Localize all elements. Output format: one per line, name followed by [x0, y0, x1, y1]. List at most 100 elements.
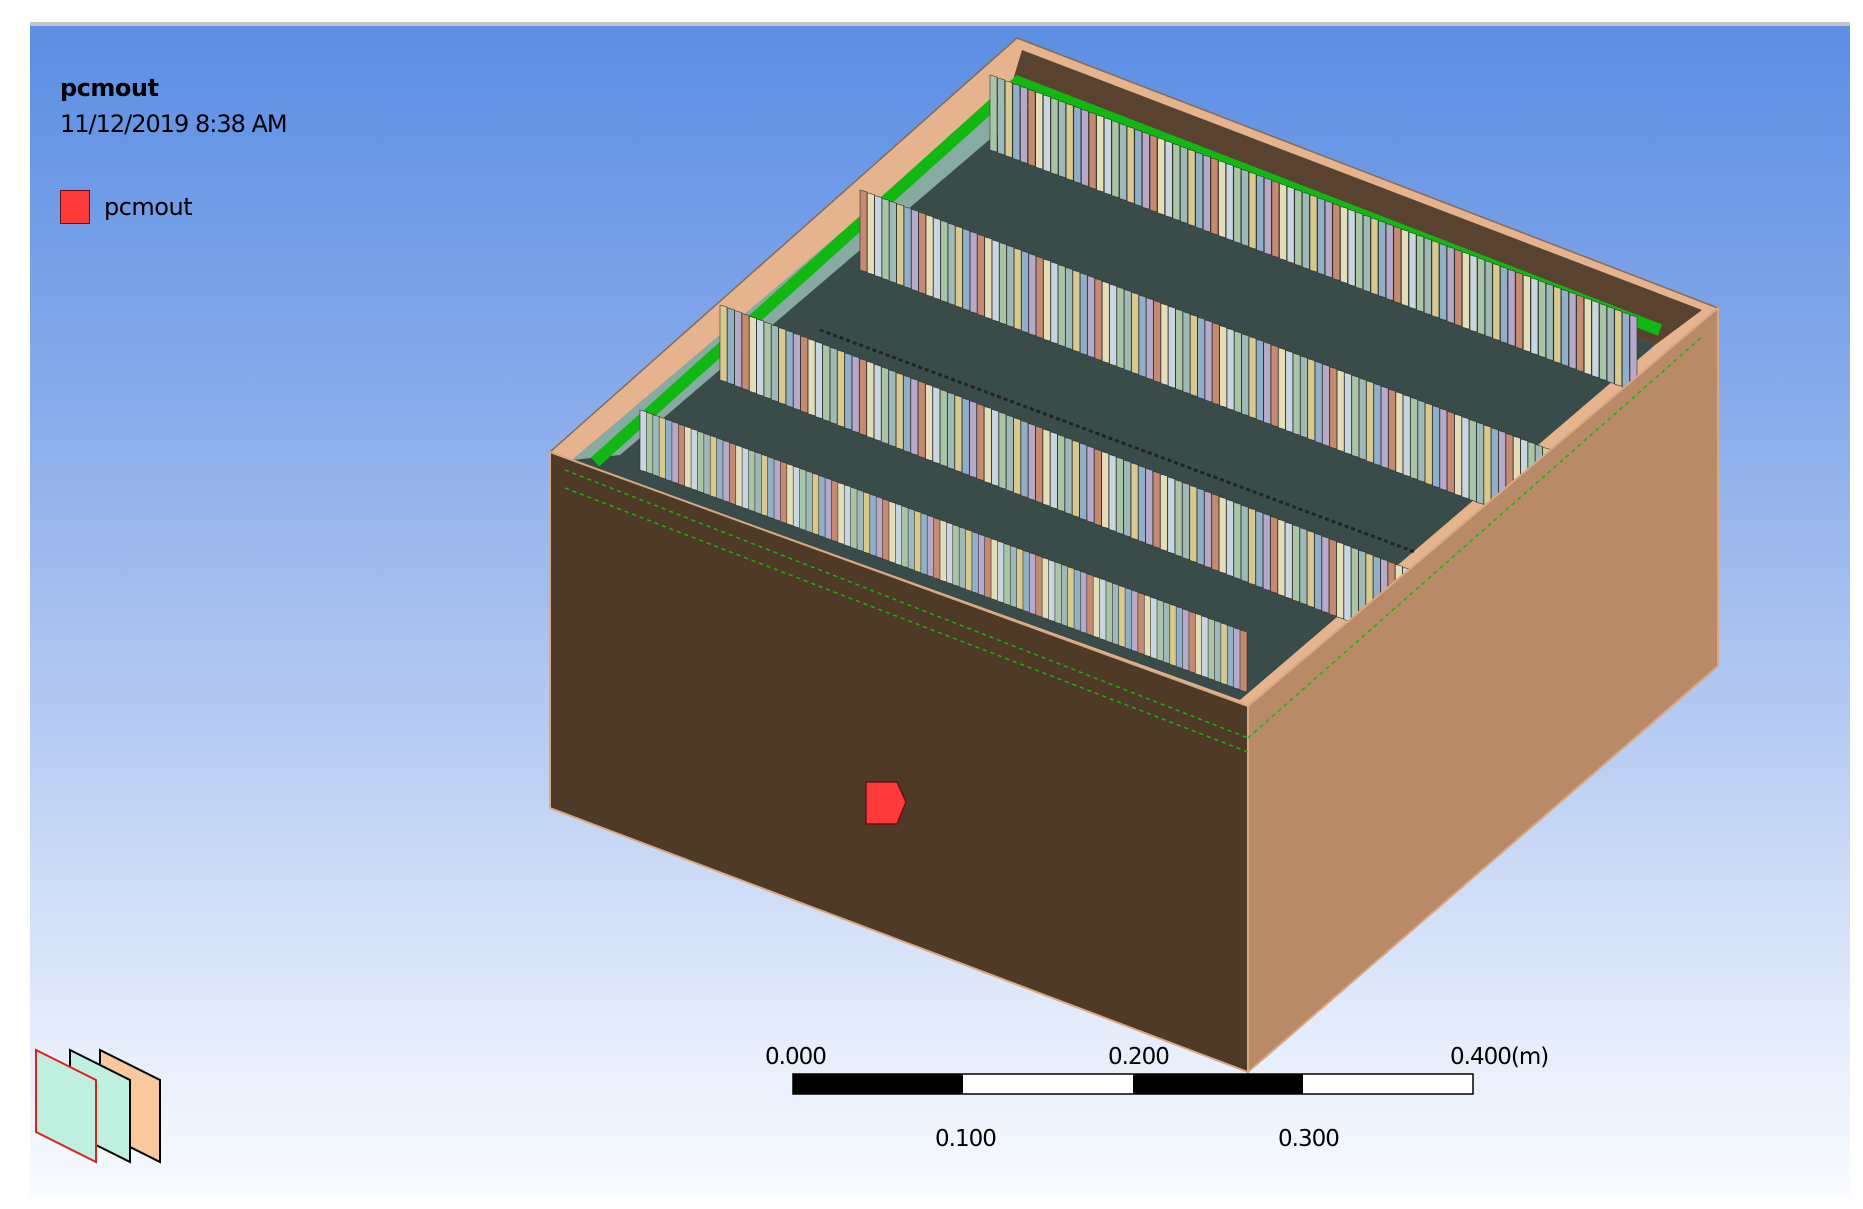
- fin-plate: [1138, 294, 1147, 378]
- 3d-viewport[interactable]: pcmout 11/12/2019 8:38 AM pcmout 0.000 0…: [30, 26, 1850, 1196]
- green-dashed-edge-right: [1247, 335, 1704, 739]
- fin-plate: [741, 313, 750, 391]
- fin-plate: [1145, 468, 1154, 546]
- fin-plate: [947, 391, 955, 470]
- fin-plate: [1072, 439, 1080, 518]
- fin-plate: [792, 465, 801, 529]
- fin-plate: [1423, 237, 1432, 316]
- fin-plate: [1388, 388, 1396, 472]
- fin-plate: [1172, 143, 1181, 221]
- fin-plate: [1043, 94, 1051, 173]
- fin-plate: [1241, 168, 1249, 247]
- fin-plate: [805, 470, 814, 534]
- fin-plate: [1203, 154, 1211, 233]
- fin-plate: [1336, 369, 1345, 453]
- fin-plate: [1561, 288, 1569, 367]
- fin-plate: [1278, 347, 1286, 431]
- fin-plate: [1041, 557, 1050, 620]
- fin-plate: [760, 454, 769, 517]
- fin-plate: [1094, 448, 1102, 527]
- fin-plate: [1105, 580, 1114, 644]
- fin-plate: [946, 521, 954, 585]
- fin-plate: [859, 358, 867, 436]
- fin-plate: [1530, 277, 1539, 356]
- fin-plate: [1255, 510, 1264, 589]
- fin-plate: [837, 482, 846, 545]
- fin-plate: [1286, 186, 1295, 264]
- fin-plate: [1461, 416, 1470, 500]
- fin-plate: [1477, 257, 1485, 336]
- fin-plate: [881, 197, 890, 281]
- fin-plate: [1160, 473, 1168, 552]
- fin-plate: [1523, 274, 1531, 353]
- fin-plate: [815, 341, 823, 420]
- fin-plate: [1225, 163, 1234, 241]
- fin-plate: [895, 372, 904, 451]
- fin-plate: [1393, 226, 1402, 304]
- fin-plate: [933, 217, 941, 301]
- fin-plate: [1366, 380, 1374, 464]
- fin-plate: [969, 231, 978, 314]
- fin-plate: [1545, 283, 1554, 361]
- fin-plate: [780, 461, 788, 524]
- fin-plate: [1182, 311, 1191, 395]
- fin-plate: [1256, 338, 1264, 422]
- fin-plate: [1187, 148, 1196, 227]
- fin-plate: [1123, 289, 1132, 372]
- fin-plate: [940, 220, 949, 303]
- fin-plate: [1050, 97, 1059, 176]
- fin-plate: [1189, 485, 1198, 563]
- fin-plate: [1035, 91, 1044, 170]
- fin-plate: [1079, 272, 1088, 356]
- fin-plate: [984, 236, 993, 320]
- fin-plate: [1087, 275, 1095, 359]
- fin-plate: [652, 414, 661, 478]
- model-canvas[interactable]: [30, 26, 1850, 1196]
- fin-plate: [1622, 311, 1630, 390]
- fin-plate: [1234, 330, 1242, 414]
- fin-plate: [1306, 530, 1315, 608]
- fin-plate: [889, 200, 897, 284]
- fin-plate: [677, 423, 686, 487]
- fin-plate: [907, 507, 916, 571]
- fin-plate: [888, 369, 897, 448]
- fin-plate: [914, 510, 922, 574]
- fin-plate: [773, 458, 782, 522]
- view-planes-icon[interactable]: [35, 1048, 161, 1164]
- fin-plate: [1130, 462, 1139, 541]
- fin-plate: [1080, 571, 1088, 634]
- fin-plate: [991, 408, 999, 487]
- fin-plate: [1314, 361, 1323, 444]
- fin-plate: [1195, 613, 1203, 677]
- fin-plate: [990, 538, 999, 602]
- fin-plate: [1218, 496, 1227, 575]
- fin-plate: [999, 242, 1007, 325]
- fin-plate: [1150, 596, 1158, 660]
- fin-plate: [863, 491, 871, 555]
- fin-plate: [1277, 518, 1286, 597]
- fin-plate: [1143, 594, 1152, 658]
- fin-plate: [1355, 211, 1364, 290]
- fin-plate: [1332, 203, 1341, 281]
- fin-plate: [1248, 507, 1256, 586]
- fin-plate: [1363, 214, 1371, 293]
- fin-plate: [1003, 543, 1012, 606]
- scale-label-bottom-0: 0.100: [935, 1126, 997, 1152]
- fin-plate: [1309, 194, 1318, 273]
- fin-plate: [1292, 524, 1300, 603]
- fin-plate: [1299, 527, 1308, 606]
- box-right-face[interactable]: [1247, 305, 1719, 1075]
- fin-plate: [1022, 550, 1031, 613]
- fin-plate: [1226, 327, 1235, 411]
- fin-plate: [1167, 476, 1176, 555]
- fin-plate: [1004, 80, 1013, 159]
- fin-plate: [918, 211, 927, 295]
- fin-plate: [1576, 294, 1584, 373]
- fin-plate: [1157, 137, 1165, 216]
- fin-plate: [1248, 171, 1257, 250]
- fin-array: [639, 74, 1638, 693]
- fin-plate: [1196, 487, 1205, 566]
- boundary-marker-icon[interactable]: [865, 781, 907, 825]
- fin-plate: [735, 444, 744, 508]
